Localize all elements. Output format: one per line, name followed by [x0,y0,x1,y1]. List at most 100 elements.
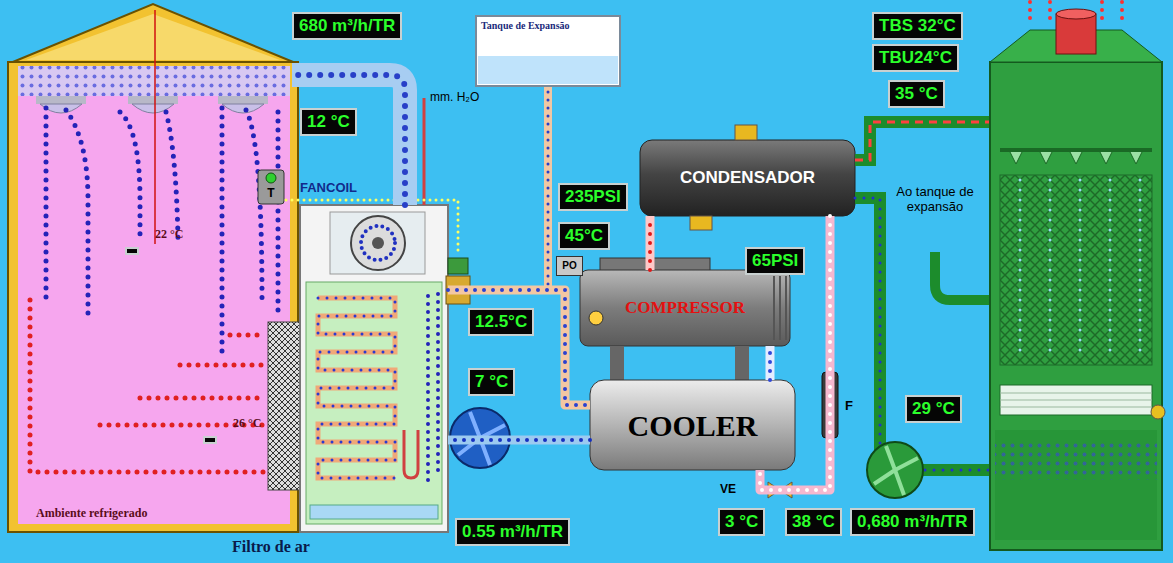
compressor-body [774,276,786,340]
node-text: 65PSI [752,251,798,271]
node-text: Ambiente refrigerado [36,506,147,520]
evaporator-body [590,380,795,470]
digital-readout: TBS 32°C [872,12,963,40]
cooling-tower [1056,9,1096,19]
digital-readout: 0.55 m³/h/TR [455,518,570,546]
digital-readout: 65PSI [745,247,805,275]
fancoil-unit [361,226,395,260]
warm-air-flow [180,363,266,368]
condenser-water-pipes [855,122,1000,160]
house-shell [128,96,178,104]
node-text: Tanque de Expansão [481,20,570,32]
condenser-body [640,125,855,230]
condenser-water-pipes [935,252,995,300]
expansion-tank [476,16,620,86]
condenser-body [735,125,757,140]
cooling-tower [1010,152,1142,164]
node-text: 0,680 m³/h/TR [857,512,968,532]
node-text: FANCOIL [300,181,357,195]
control-wire [286,200,458,256]
warm-air-flow [230,333,266,338]
expansion-tank-box: Tanque de Expansão [476,16,620,86]
leader-line [154,10,156,244]
pressure-tube [423,98,426,205]
condenser-body [690,216,712,230]
house-shell [218,96,268,104]
refrigerant-pipe [448,440,590,441]
digital-readout: 45°C [558,222,610,250]
cooling-tower [1000,175,1152,365]
refrigerant-pipe [770,346,771,380]
compressor-body [610,346,624,380]
house-shell [8,4,298,64]
node-text: 680 m³/h/TR [299,16,395,36]
condenser-water-pipes [855,122,1000,470]
digital-readout: 26 °C [203,436,217,444]
compressor-body [580,270,790,346]
cooling-tower [1151,405,1165,419]
fancoil-unit [318,298,395,478]
node-text: 35 °C [895,84,938,104]
condenser-body [640,140,855,216]
evaporator-body [590,380,795,470]
fancoil-unit [372,237,384,249]
house-shell [18,66,290,96]
house-shell [18,66,290,524]
expansion-pipe [544,84,552,288]
air-duct [292,75,405,205]
node-text: 38 °C [792,512,835,532]
node-text: 22 °C [155,227,183,241]
node-text: 29 °C [912,399,955,419]
pipe-flow [448,438,590,442]
refrigerant-pipe [448,290,590,405]
air-duct [292,75,405,205]
thermostat [258,170,284,204]
digital-readout: 7 °C [468,368,515,396]
cooling-tower [995,430,1157,540]
filter-caption: Filtro de ar [232,537,310,556]
house-shell [222,104,264,113]
cooling-tower [1000,393,1152,407]
fancoil-unit [310,505,438,519]
digital-readout: TBU24°C [872,44,959,72]
pipe-tube [448,436,590,445]
node-text: 235PSI [565,187,621,207]
digital-readout: 680 m³/h/TR [292,12,402,40]
compressor-body [580,258,790,380]
node-text: 26 °C [233,416,261,430]
unit-label: mm. H₂O [430,90,479,104]
digital-readout: 0,680 m³/h/TR [850,508,975,536]
pressure-switch: PO [556,256,583,276]
condenser-water-pipes [855,198,995,470]
node-text: COOLER [627,409,757,442]
warm-air-flow [30,300,266,472]
expansion-pipe [548,84,549,288]
compressor-body [589,311,603,325]
node-text: TBS 32°C [879,16,956,36]
cold-air-flow [220,108,225,360]
digital-readout: 35 °C [888,80,945,108]
digital-readout: 12 °C [300,108,357,136]
pipe-flow [648,216,652,270]
fancoil-unit [428,292,438,480]
expansion-tank [478,56,618,84]
refrigerant-pipe [650,216,651,270]
fancoil-box: FANCOIL [300,205,448,532]
node-text: 12.5°C [475,312,527,332]
three-way-valve [446,258,470,304]
pipe-flow [448,290,590,405]
house-shell [18,66,290,96]
thermostat-label: T [258,186,284,200]
cooling-tower [1000,148,1152,152]
cold-air-flow [44,108,49,300]
cold-air-flow [120,112,140,238]
node-text: 12 °C [307,112,350,132]
expansion-tank [476,16,620,86]
fancoil-unit [300,205,448,532]
cooling-tower [1000,385,1152,415]
digital-readout: 38 °C [785,508,842,536]
pipe-flow [768,346,772,380]
cooling-tower [990,62,1162,550]
